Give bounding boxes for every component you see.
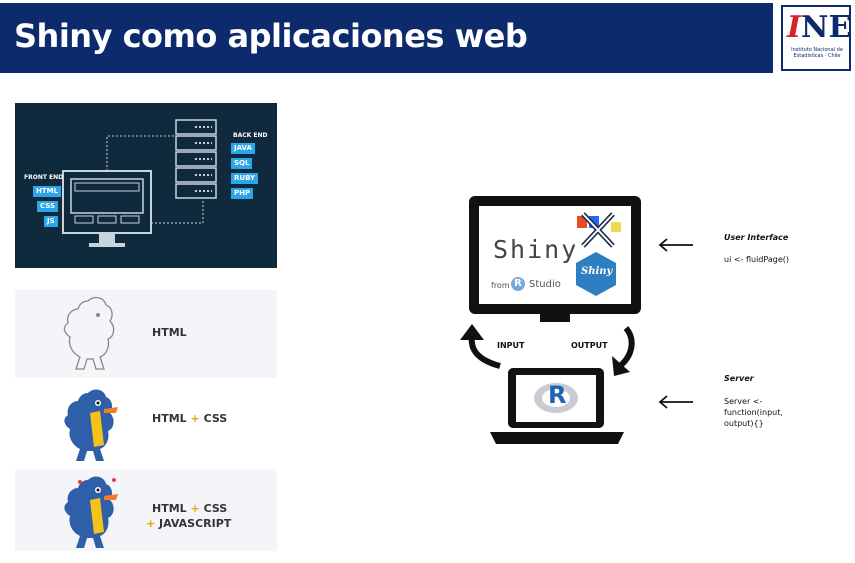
front-end-label: FRONT END xyxy=(24,174,64,181)
server-icon xyxy=(175,119,217,199)
server-code-line-3: output){} xyxy=(724,419,764,428)
mascot-colored-icon xyxy=(64,389,118,461)
level-js-panel xyxy=(15,469,277,551)
level-css-panel xyxy=(15,380,277,467)
logo-mark: INE xyxy=(787,13,851,43)
title-bar: Shiny como aplicaciones web xyxy=(0,3,773,73)
server-heading: Server xyxy=(724,374,754,383)
level-2-text-a: HTML xyxy=(152,412,187,425)
js-icon xyxy=(611,222,621,232)
level-3-plus-2: + xyxy=(146,517,160,530)
ui-heading: User Interface xyxy=(724,233,789,242)
input-arrow-icon xyxy=(468,335,501,369)
mascot-javascript-icon xyxy=(64,476,118,548)
studio-label: Studio xyxy=(529,279,561,290)
level-3-plus-1: + xyxy=(186,502,204,515)
chip-php: PHP xyxy=(231,188,254,199)
logo-letter-i: I xyxy=(787,10,802,45)
stack-diagram xyxy=(62,119,217,247)
ui-code: ui <- fluidPage() xyxy=(724,255,789,264)
back-end-label: BACK END xyxy=(233,132,268,139)
output-label: OUTPUT xyxy=(571,341,608,350)
chip-java: JAVA xyxy=(231,143,255,154)
level-1-text: HTML xyxy=(152,326,187,339)
level-html-panel xyxy=(15,290,277,378)
css3-icon xyxy=(589,216,599,228)
shiny-wordmark: Shiny xyxy=(493,235,579,264)
output-arrow-icon xyxy=(617,326,635,369)
frontend-backend-illustration: FRONT END BACK END HTML CSS JS JAVA SQL … xyxy=(15,103,277,268)
ine-logo: INE Instituto Nacional de Estadísticas ·… xyxy=(781,5,851,71)
level-3-label-line2: + JAVASCRIPT xyxy=(146,517,231,530)
logo-subtitle: Instituto Nacional de Estadísticas · Chi… xyxy=(791,47,843,59)
shiny-hex-label: Shiny xyxy=(581,266,613,277)
chip-ruby: RUBY xyxy=(231,173,259,184)
chip-sql: SQL xyxy=(231,158,253,169)
chip-css: CSS xyxy=(37,201,59,212)
chip-html: HTML xyxy=(33,186,62,197)
level-3-text-c: JAVASCRIPT xyxy=(159,517,232,530)
shiny-hex-icon xyxy=(576,252,616,296)
slide-title: Shiny como aplicaciones web xyxy=(14,17,528,55)
level-3-text-b: CSS xyxy=(203,502,228,515)
logo-letter-n: N xyxy=(801,10,829,45)
level-2-text-b: CSS xyxy=(203,412,228,425)
level-1-label: HTML xyxy=(152,326,187,339)
server-code-line-1: Server <- xyxy=(724,397,763,406)
level-2-label: HTML + CSS xyxy=(152,412,227,425)
mascot-outline-icon xyxy=(63,296,115,370)
from-label: from xyxy=(491,281,510,290)
server-code-line-2: function(input, xyxy=(724,408,783,417)
html5-icon xyxy=(577,216,587,228)
chip-js: JS xyxy=(44,216,58,227)
level-3-label-line1: HTML + CSS xyxy=(152,502,227,515)
level-2-plus: + xyxy=(186,412,204,425)
level-3-text-a: HTML xyxy=(152,502,187,515)
input-label: INPUT xyxy=(497,341,525,350)
r-logo-letter: R xyxy=(548,381,567,409)
logo-letter-e: E xyxy=(828,10,852,45)
rstudio-r-badge: R xyxy=(511,277,525,291)
